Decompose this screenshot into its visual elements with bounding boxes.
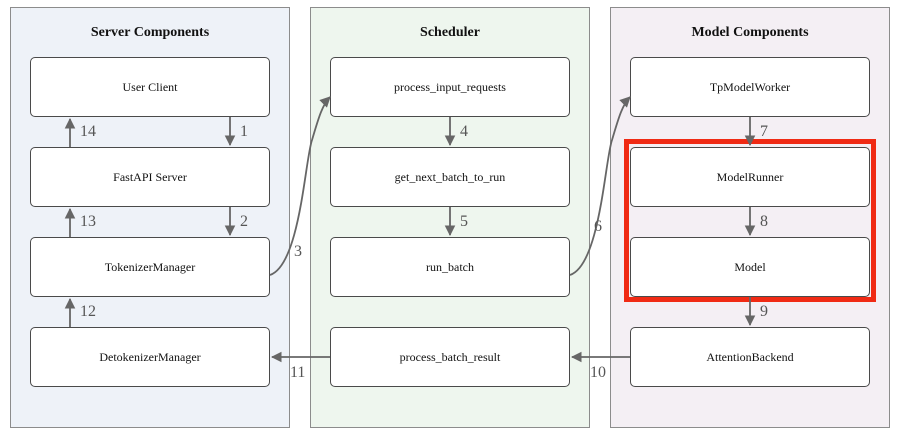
edge-label-6: 6 xyxy=(594,218,602,235)
scheduler-title: Scheduler xyxy=(420,25,480,40)
tokenizer-manager-node[interactable]: TokenizerManager xyxy=(30,237,270,297)
highlight-box xyxy=(624,139,876,302)
user-client-node[interactable]: User Client xyxy=(30,57,270,117)
edge-label-10: 10 xyxy=(590,364,606,381)
server-components-title: Server Components xyxy=(90,25,210,40)
edge-label-3: 3 xyxy=(294,243,302,260)
tp-model-worker-node[interactable]: TpModelWorker xyxy=(630,57,870,117)
model-node[interactable]: Model xyxy=(630,237,870,297)
run-batch-node[interactable]: run_batch xyxy=(330,237,570,297)
attention-backend-node[interactable]: AttentionBackend xyxy=(630,327,870,387)
model-runner-node[interactable]: ModelRunner xyxy=(630,147,870,207)
fastapi-server-node[interactable]: FastAPI Server xyxy=(30,147,270,207)
process-batch-result-node[interactable]: process_batch_result xyxy=(330,327,570,387)
process-input-requests-node[interactable]: process_input_requests xyxy=(330,57,570,117)
detokenizer-manager-node[interactable]: DetokenizerManager xyxy=(30,327,270,387)
edge-label-11: 11 xyxy=(290,364,305,381)
model-components-title: Model Components xyxy=(691,25,809,40)
get-next-batch-to-run-node[interactable]: get_next_batch_to_run xyxy=(330,147,570,207)
